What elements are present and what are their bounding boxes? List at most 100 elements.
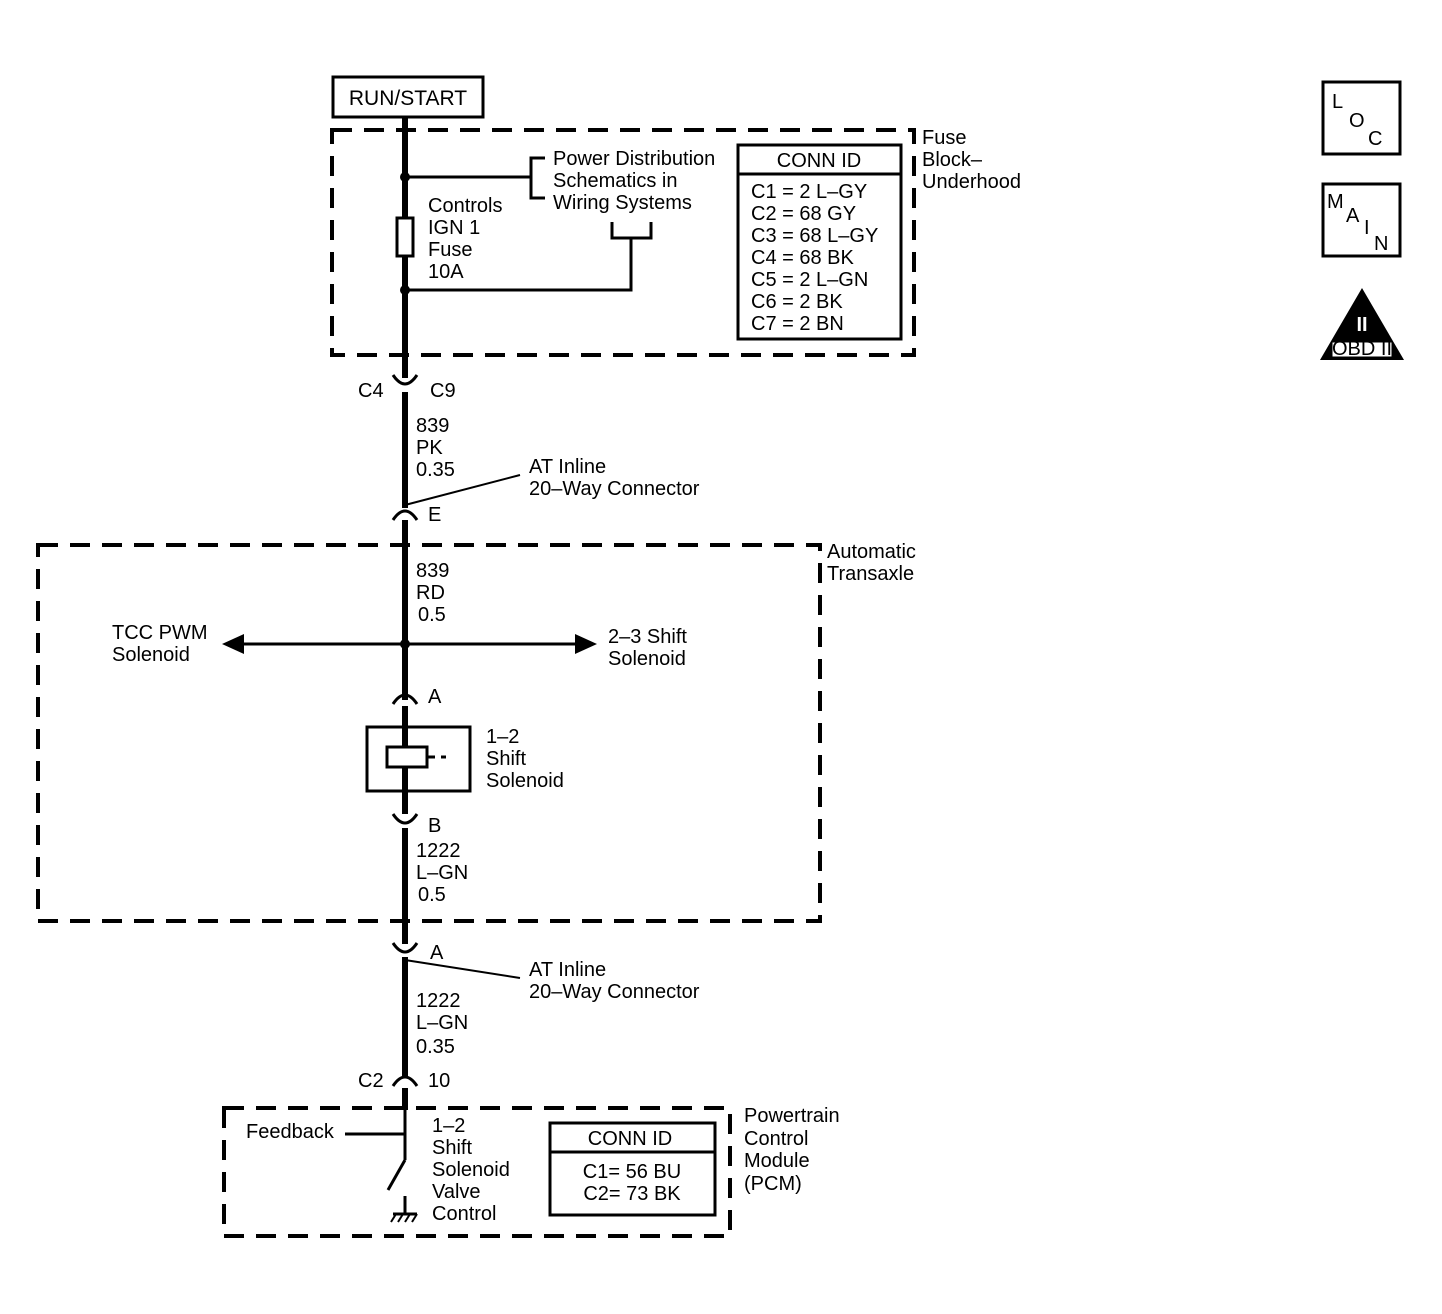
svg-text:L–GN: L–GN bbox=[416, 1012, 468, 1034]
splice-dot bbox=[400, 639, 410, 649]
svg-text:L–GN: L–GN bbox=[416, 862, 468, 884]
solenoid-pin-a: A bbox=[391, 686, 442, 708]
svg-text:Solenoid: Solenoid bbox=[432, 1159, 510, 1181]
svg-text:Fuse: Fuse bbox=[922, 127, 966, 149]
solenoid-icon bbox=[365, 725, 472, 793]
conn-id-row: C7 = 2 BN bbox=[751, 313, 844, 335]
svg-text:Valve: Valve bbox=[432, 1181, 481, 1203]
conn-id-row: C6 = 2 BK bbox=[751, 291, 843, 313]
transaxle-name: Automatic Transaxle bbox=[827, 541, 916, 585]
svg-text:O: O bbox=[1349, 110, 1365, 132]
conn-id-row: C1 = 2 L–GY bbox=[751, 181, 867, 203]
obd-ii-label: OBD II bbox=[1332, 338, 1392, 360]
wire-4-label: 1222 L–GN 0.35 bbox=[416, 990, 468, 1058]
svg-text:1–2: 1–2 bbox=[432, 1115, 465, 1137]
connector-c2-10: C2 10 bbox=[358, 1070, 450, 1092]
svg-text:1222: 1222 bbox=[416, 990, 461, 1012]
conn-id-title: CONN ID bbox=[588, 1128, 672, 1150]
svg-text:A: A bbox=[1346, 205, 1360, 227]
ground-icon bbox=[390, 1212, 418, 1223]
svg-text:I: I bbox=[1364, 217, 1370, 239]
leader-line bbox=[404, 959, 521, 979]
solenoid-1-2-label: 1–2 Shift Solenoid bbox=[486, 726, 564, 792]
svg-text:Shift: Shift bbox=[486, 748, 526, 770]
solenoid-pin-b: B bbox=[391, 813, 441, 837]
conn-id-row: C1= 56 BU bbox=[583, 1161, 681, 1183]
conn-id-row: C2 = 68 GY bbox=[751, 203, 856, 225]
svg-text:PK: PK bbox=[416, 437, 443, 459]
svg-text:M: M bbox=[1327, 191, 1344, 213]
wire-2-label: 839 RD 0.5 bbox=[416, 560, 449, 626]
svg-text:20–Way Connector: 20–Way Connector bbox=[529, 478, 700, 500]
shift-2-3-solenoid-label: 2–3 Shift Solenoid bbox=[608, 626, 687, 670]
svg-text:0.35: 0.35 bbox=[416, 459, 455, 481]
svg-text:N: N bbox=[1374, 233, 1388, 255]
wire-1-label: 839 PK 0.35 bbox=[416, 415, 455, 481]
svg-text:Schematics in: Schematics in bbox=[553, 170, 678, 192]
wire-3-label: 1222 L–GN 0.5 bbox=[416, 840, 468, 906]
power-distribution-reference: Power Distribution Schematics in Wiring … bbox=[553, 148, 715, 214]
feedback-label: Feedback bbox=[246, 1121, 335, 1143]
run-start-label: RUN/START bbox=[349, 87, 467, 110]
svg-text:Control: Control bbox=[744, 1128, 808, 1150]
svg-text:A: A bbox=[428, 686, 442, 708]
fuse-icon bbox=[395, 216, 415, 258]
obd-ii-icon[interactable]: II OBD II bbox=[1320, 288, 1404, 360]
inline-connector-a: A AT Inline 20–Way Connector bbox=[391, 942, 700, 1003]
svg-text:II: II bbox=[1356, 314, 1367, 336]
transaxle-outline bbox=[36, 543, 822, 923]
svg-text:Power Distribution: Power Distribution bbox=[553, 148, 715, 170]
svg-text:1222: 1222 bbox=[416, 840, 461, 862]
loc-icon[interactable]: L O C bbox=[1321, 80, 1402, 156]
svg-text:Solenoid: Solenoid bbox=[608, 648, 686, 670]
conn-id-title: CONN ID bbox=[777, 150, 861, 172]
fuse-return-wire bbox=[405, 238, 633, 292]
pcm-control-label: 1–2 Shift Solenoid Valve Control bbox=[432, 1115, 510, 1225]
connector-c4-c9: C4 C9 bbox=[358, 374, 456, 402]
svg-text:2–3 Shift: 2–3 Shift bbox=[608, 626, 687, 648]
main-icon[interactable]: M A I N bbox=[1321, 182, 1402, 258]
svg-text:Control: Control bbox=[432, 1203, 496, 1225]
power-dist-bracket-lower bbox=[610, 222, 653, 240]
svg-text:Shift: Shift bbox=[432, 1137, 472, 1159]
svg-text:Automatic: Automatic bbox=[827, 541, 916, 563]
conn-id-row: C2= 73 BK bbox=[583, 1183, 681, 1205]
svg-text:Solenoid: Solenoid bbox=[486, 770, 564, 792]
svg-text:Underhood: Underhood bbox=[922, 171, 1021, 193]
svg-text:TCC PWM: TCC PWM bbox=[112, 622, 208, 644]
svg-text:C9: C9 bbox=[430, 380, 456, 402]
inline-connector-e: AT Inline 20–Way Connector E bbox=[391, 456, 700, 526]
fuse-label: Controls IGN 1 Fuse 10A bbox=[428, 195, 502, 283]
arrow-right-icon bbox=[575, 634, 597, 654]
svg-text:RD: RD bbox=[416, 582, 445, 604]
svg-text:Solenoid: Solenoid bbox=[112, 644, 190, 666]
svg-text:Wiring Systems: Wiring Systems bbox=[553, 192, 692, 214]
svg-text:839: 839 bbox=[416, 560, 449, 582]
fuse-block-outline bbox=[330, 128, 916, 357]
svg-text:AT Inline: AT Inline bbox=[529, 456, 606, 478]
pcm-name: Powertrain Control Module (PCM) bbox=[744, 1105, 840, 1195]
svg-text:L: L bbox=[1332, 91, 1343, 113]
leader-line bbox=[404, 474, 521, 506]
svg-text:A: A bbox=[430, 942, 444, 964]
svg-text:C: C bbox=[1368, 128, 1382, 150]
svg-text:Controls: Controls bbox=[428, 195, 502, 217]
svg-text:839: 839 bbox=[416, 415, 449, 437]
svg-text:0.5: 0.5 bbox=[418, 884, 446, 906]
svg-text:0.5: 0.5 bbox=[418, 604, 446, 626]
svg-text:B: B bbox=[428, 815, 441, 837]
fuse-block-conn-id-table: CONN ID C1 = 2 L–GY C2 = 68 GY C3 = 68 L… bbox=[736, 143, 903, 341]
conn-id-row: C3 = 68 L–GY bbox=[751, 225, 878, 247]
svg-text:20–Way Connector: 20–Way Connector bbox=[529, 981, 700, 1003]
pcm-outline bbox=[222, 1106, 732, 1238]
svg-text:C2: C2 bbox=[358, 1070, 384, 1092]
svg-text:C4: C4 bbox=[358, 380, 384, 402]
svg-text:1–2: 1–2 bbox=[486, 726, 519, 748]
svg-text:0.35: 0.35 bbox=[416, 1036, 455, 1058]
power-dist-bracket bbox=[529, 156, 545, 200]
svg-text:E: E bbox=[428, 504, 441, 526]
switch-icon bbox=[386, 1159, 407, 1214]
svg-text:IGN 1: IGN 1 bbox=[428, 217, 480, 239]
svg-text:Fuse: Fuse bbox=[428, 239, 472, 261]
